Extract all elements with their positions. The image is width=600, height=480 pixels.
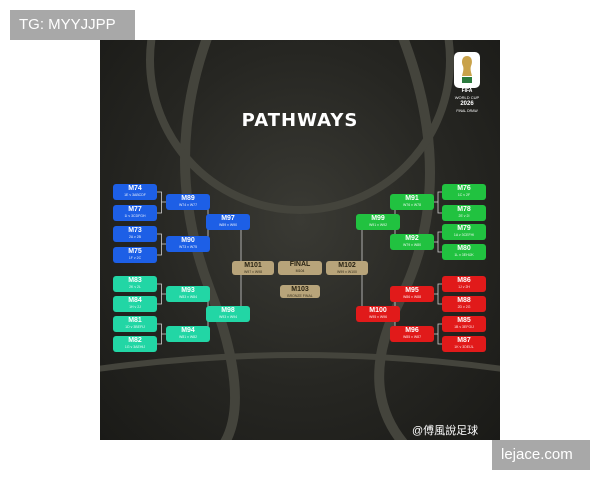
fifa-world-cup-logo: FIFA WORLD CUP 2026 FINAL DRAW (449, 52, 485, 116)
page-title: PATHWAYS (241, 110, 359, 131)
watermark-top: TG: MYYJJPP (10, 10, 135, 40)
logo-subtitle: FINAL DRAW (456, 109, 478, 113)
logo-event: WORLD CUP (454, 95, 480, 100)
weibo-credit: @傅風說足球 (412, 425, 479, 437)
logo-year: 2026 (460, 101, 474, 107)
watermark-bottom: lejace.com (492, 440, 590, 470)
trophy-icon (454, 52, 480, 88)
court-lines (100, 40, 500, 440)
logo-org: FIFA (461, 88, 473, 94)
bracket-poster: FIFA WORLD CUP 2026 FINAL DRAW PATHWAYS … (100, 40, 500, 440)
